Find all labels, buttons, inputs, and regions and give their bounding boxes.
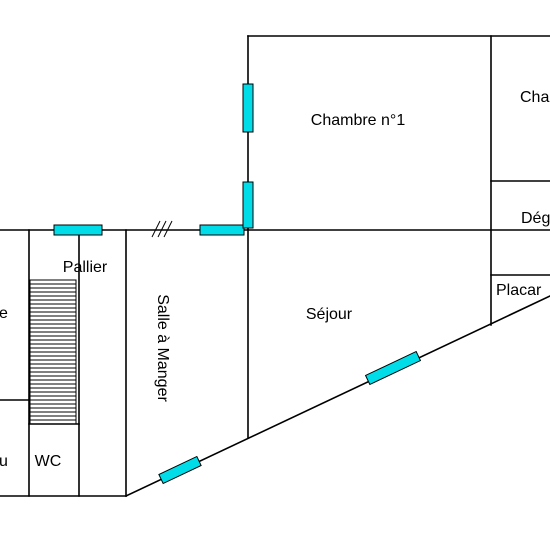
window-icon: [199, 224, 245, 236]
room-label-salle-a-manger: Salle à Manger: [154, 294, 171, 402]
room-label-left-lower-cut: u: [0, 453, 8, 470]
room-label-left-upper-cut: e: [0, 305, 8, 322]
staircase-icon: [29, 279, 77, 425]
window-icon: [158, 455, 202, 485]
door-hatch-icon: [151, 220, 173, 238]
room-label-placard-cut: Placar: [496, 282, 542, 299]
room-label-pallier: Pallier: [63, 259, 108, 276]
room-label-wc: WC: [35, 453, 62, 470]
room-labels: Chambre n°1 Cha Dég Placar Pallier Séjou…: [0, 89, 550, 470]
window-icon: [242, 181, 254, 229]
room-label-sejour: Séjour: [306, 306, 353, 323]
windows: [53, 83, 422, 485]
room-label-chambre-cut: Cha: [520, 89, 549, 106]
room-label-degagement-cut: Dég: [521, 210, 550, 227]
room-label-chambre1: Chambre n°1: [311, 112, 406, 129]
window-icon: [53, 224, 103, 236]
window-icon: [364, 350, 422, 386]
window-icon: [242, 83, 254, 133]
